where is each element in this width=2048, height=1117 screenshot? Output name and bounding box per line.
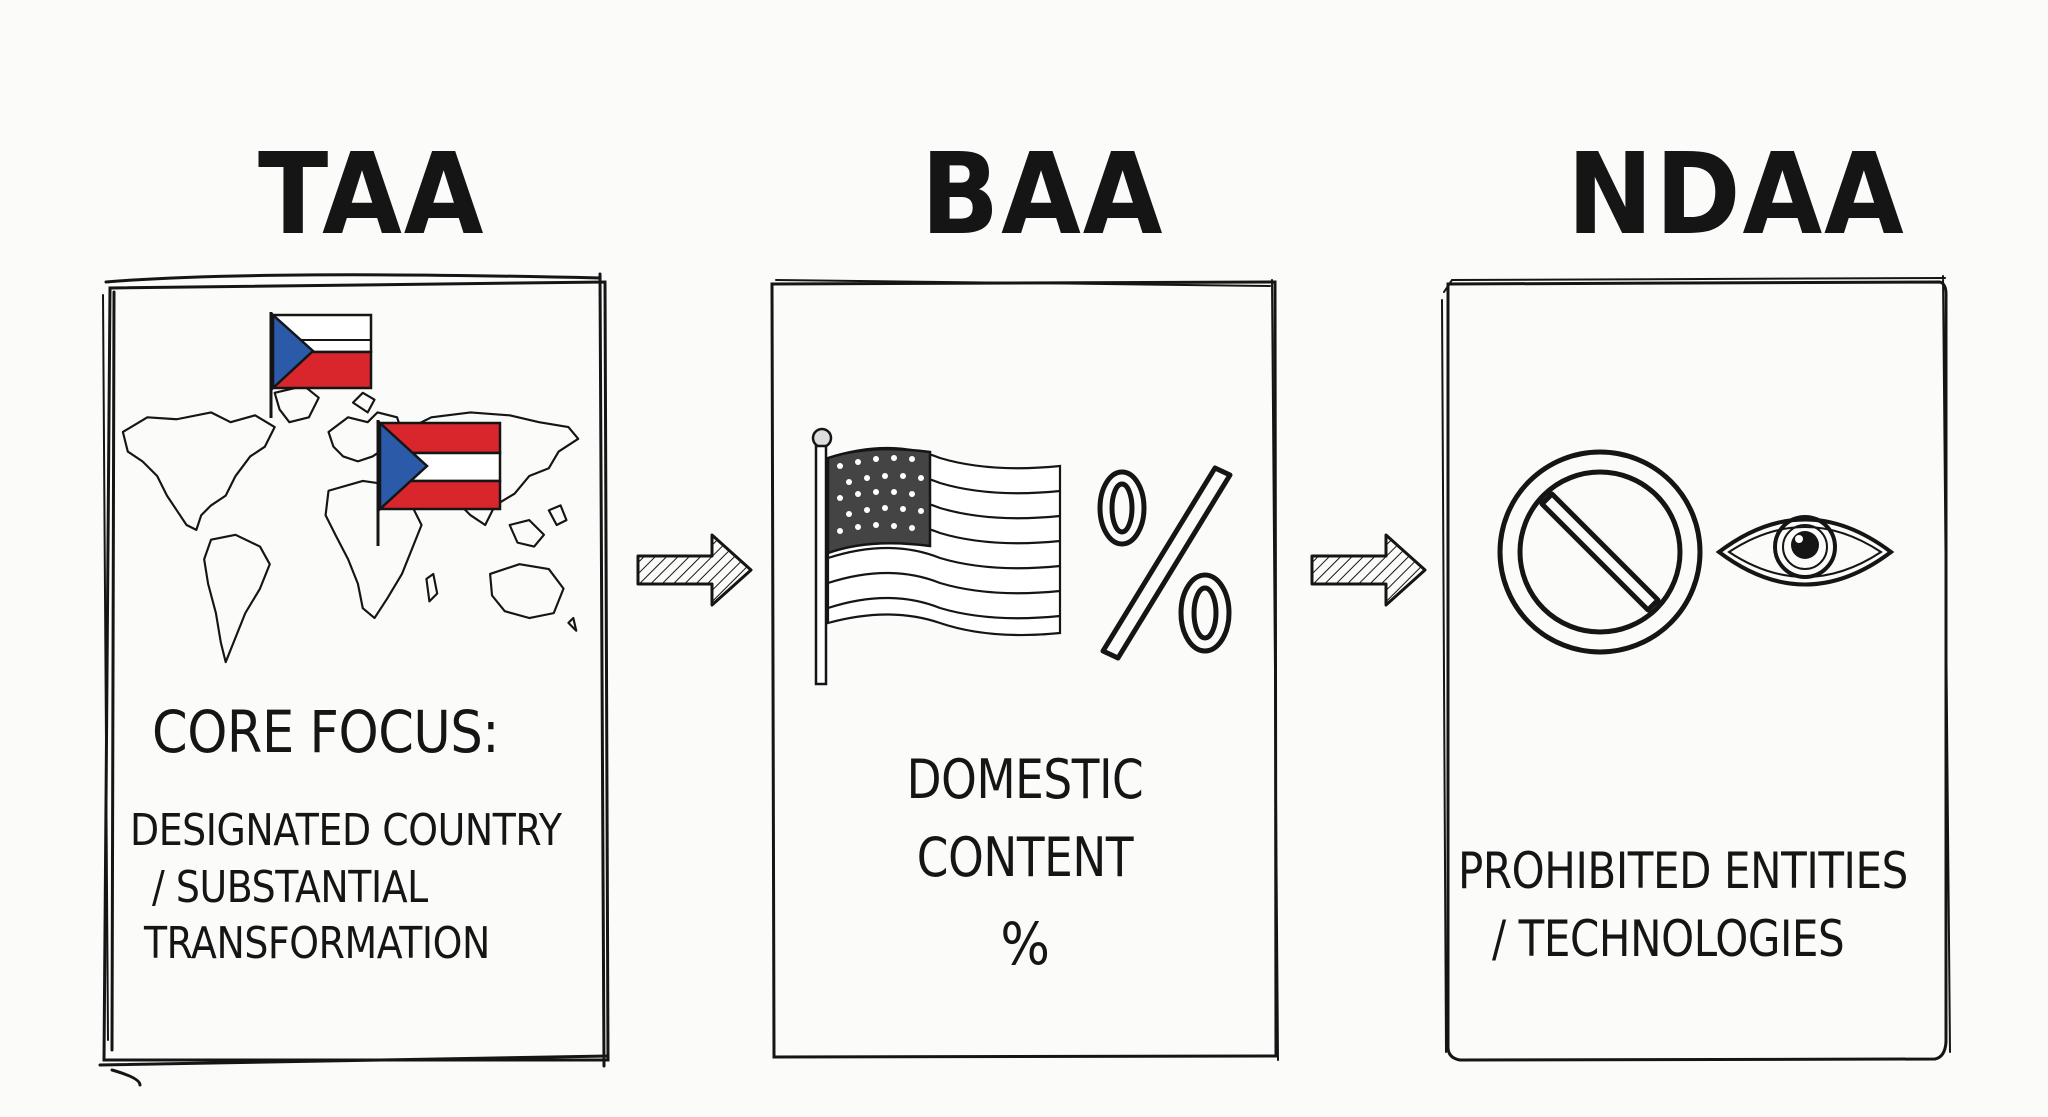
panel-ndaa: PROHIBITED ENTITIES / TECHNOLOGIES	[1440, 272, 1951, 1067]
right-arrow-icon	[1310, 533, 1427, 607]
taa-line-1: DESIGNATED COUNTRY	[130, 805, 562, 856]
title-ndaa: NDAA	[1567, 130, 1906, 260]
title-taa: TAA	[258, 130, 486, 260]
ndaa-line-2: / TECHNOLOGIES	[1492, 910, 1845, 968]
us-flag-icon	[811, 427, 1062, 686]
taa-line-3: TRANSFORMATION	[144, 918, 490, 969]
prohibited-icon	[1497, 449, 1703, 655]
panel-taa: CORE FOCUS: DESIGNATED COUNTRY / SUBSTAN…	[98, 270, 610, 1087]
flag-icon	[376, 420, 502, 546]
percent-icon	[1097, 465, 1233, 661]
taa-line-2: / SUBSTANTIAL	[152, 862, 428, 913]
baa-line-1: DOMESTIC	[906, 748, 1144, 811]
panel-frame	[770, 279, 1279, 1061]
core-focus-heading: CORE FOCUS:	[152, 698, 500, 766]
ndaa-line-1: PROHIBITED ENTITIES	[1458, 842, 1908, 900]
baa-line-2: CONTENT	[916, 826, 1134, 889]
panel-frame	[98, 272, 610, 1087]
flag-icon	[269, 312, 373, 418]
panel-baa: DOMESTIC CONTENT %	[770, 278, 1280, 1063]
title-baa: BAA	[920, 130, 1165, 260]
world-map-icon	[121, 384, 580, 664]
right-arrow-icon	[636, 533, 753, 607]
baa-line-3: %	[1000, 910, 1050, 978]
panel-frame	[1441, 275, 1951, 1062]
eye-icon	[1715, 515, 1895, 587]
